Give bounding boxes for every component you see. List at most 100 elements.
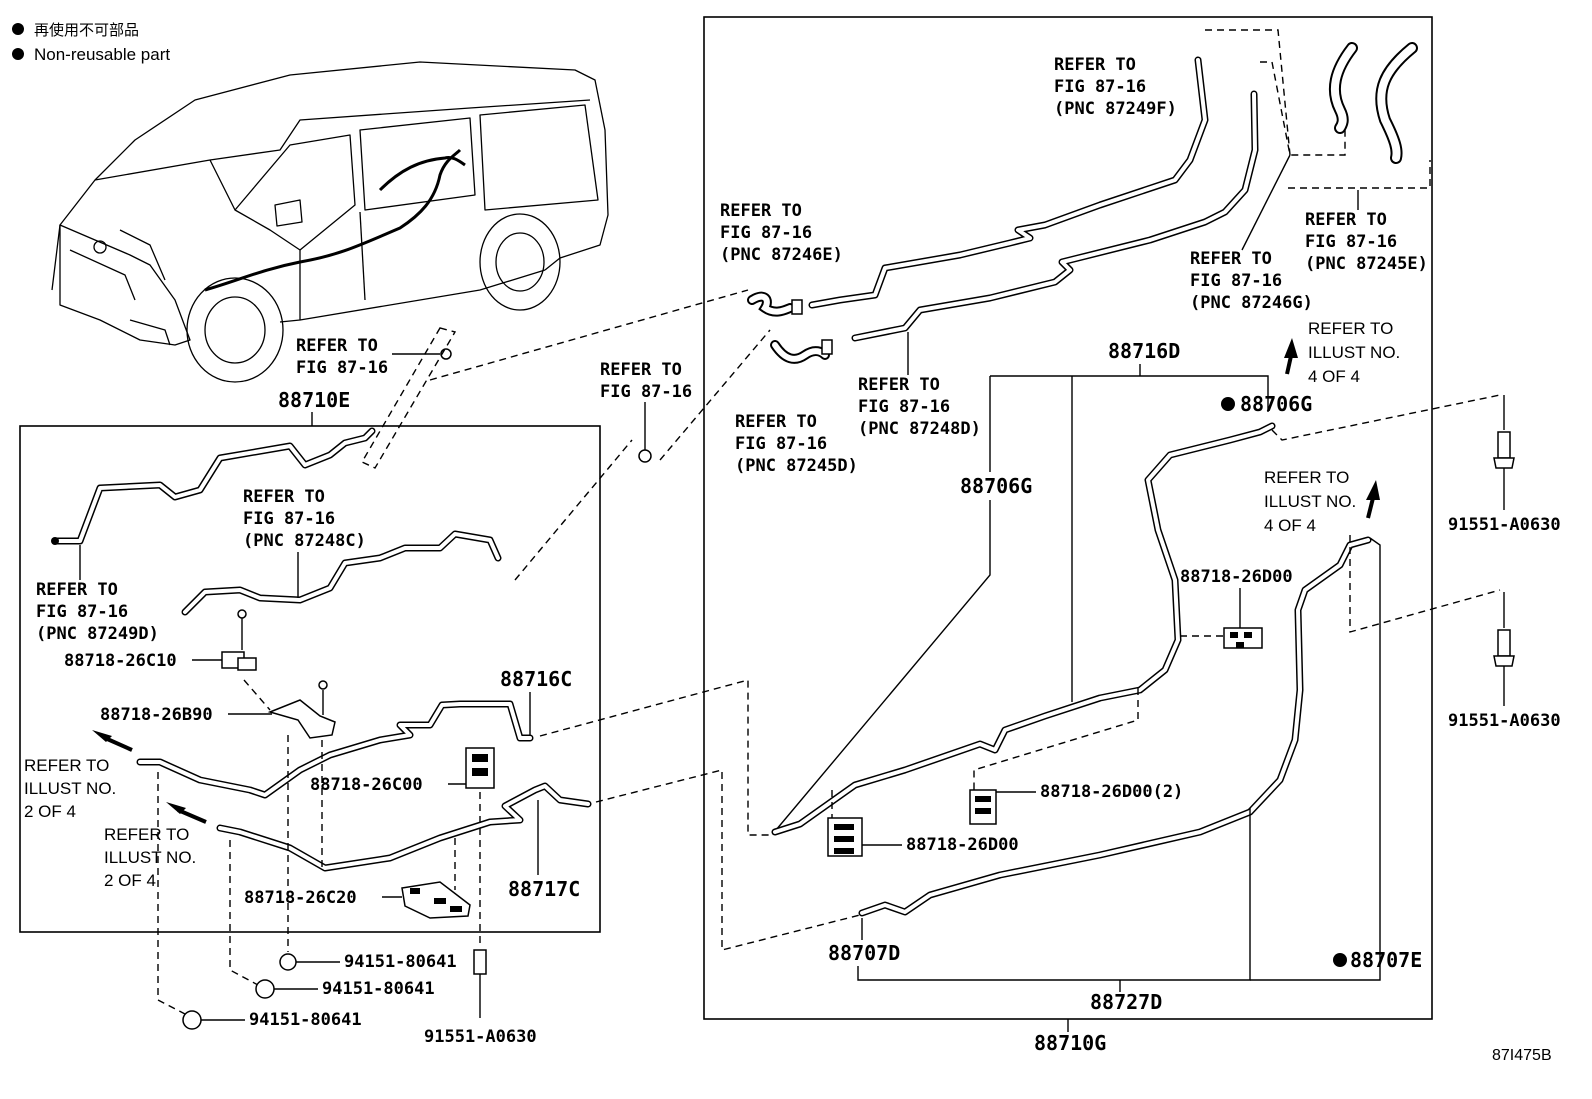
svg-text:REFER TO: REFER TO bbox=[296, 336, 378, 356]
svg-text:FIG 87-16: FIG 87-16 bbox=[243, 509, 335, 529]
svg-text:ILLUST NO.: ILLUST NO. bbox=[104, 848, 196, 867]
ref-87245D: REFER TO FIG 87-16 (PNC 87245D) bbox=[735, 412, 858, 476]
svg-text:FIG 87-16: FIG 87-16 bbox=[735, 434, 827, 454]
ref-illust-2a: REFER TO ILLUST NO. 2 OF 4 bbox=[24, 730, 133, 821]
part-88716D: 88716D bbox=[1108, 339, 1180, 363]
part-88707E: 88707E bbox=[1350, 948, 1422, 972]
svg-text:REFER TO: REFER TO bbox=[1264, 468, 1349, 487]
non-reusable-bullet-icon bbox=[1333, 953, 1347, 967]
svg-text:94151-80641: 94151-80641 bbox=[322, 979, 435, 999]
svg-text:94151-80641: 94151-80641 bbox=[344, 952, 457, 972]
svg-text:2 OF 4: 2 OF 4 bbox=[24, 802, 76, 821]
svg-text:REFER TO: REFER TO bbox=[1308, 319, 1393, 338]
svg-text:REFER TO: REFER TO bbox=[600, 360, 682, 380]
clamp-88718-26C00 bbox=[465, 747, 495, 789]
arrow-icon bbox=[1284, 338, 1298, 358]
clamp-88718-26C20 bbox=[401, 881, 471, 919]
svg-text:(PNC 87249D): (PNC 87249D) bbox=[36, 624, 159, 644]
legend: 再使用不可部品 Non-reusable part bbox=[12, 21, 170, 64]
part-88718-26D00-2: 88718-26D00(2) bbox=[1040, 782, 1183, 802]
clamp-88718-26D00-b bbox=[827, 817, 863, 857]
svg-text:(PNC 87245D): (PNC 87245D) bbox=[735, 456, 858, 476]
part-88718-26D00-a: 88718-26D00 bbox=[1180, 567, 1293, 587]
pipe-87248D bbox=[851, 90, 1259, 342]
svg-text:FIG 87-16: FIG 87-16 bbox=[36, 602, 128, 622]
svg-text:REFER TO: REFER TO bbox=[1190, 249, 1272, 269]
ref-87245E: REFER TO FIG 87-16 (PNC 87245E) bbox=[1305, 190, 1428, 274]
bolt-91551-left: 91551-A0630 bbox=[424, 792, 537, 1047]
svg-text:91551-A0630: 91551-A0630 bbox=[1448, 711, 1561, 731]
bracket-88718-26B90 bbox=[267, 680, 336, 739]
non-reusable-bullet-icon bbox=[12, 23, 24, 35]
pipe-88716D bbox=[771, 422, 1276, 836]
figure-code: 87I475B bbox=[1492, 1047, 1552, 1064]
svg-text:94151-80641: 94151-80641 bbox=[249, 1010, 362, 1030]
arrow-icon bbox=[1366, 480, 1380, 500]
svg-text:(PNC 87248D): (PNC 87248D) bbox=[858, 419, 981, 439]
clamp-88718-26C10 bbox=[221, 609, 257, 671]
svg-text:FIG 87-16: FIG 87-16 bbox=[600, 382, 692, 402]
svg-text:2 OF 4: 2 OF 4 bbox=[104, 871, 156, 890]
left-detail-frame bbox=[19, 425, 601, 933]
ref-87246G: REFER TO FIG 87-16 (PNC 87246G) bbox=[1190, 154, 1313, 313]
svg-text:ILLUST NO.: ILLUST NO. bbox=[1308, 343, 1400, 362]
svg-text:4 OF 4: 4 OF 4 bbox=[1264, 516, 1316, 535]
svg-text:REFER TO: REFER TO bbox=[1054, 55, 1136, 75]
ref-illust-4a: REFER TO ILLUST NO. 4 OF 4 bbox=[1284, 319, 1400, 386]
svg-text:91551-A0630: 91551-A0630 bbox=[424, 1027, 537, 1047]
hose-87245E bbox=[1375, 42, 1418, 164]
svg-text:REFER TO: REFER TO bbox=[720, 201, 802, 221]
svg-text:ILLUST NO.: ILLUST NO. bbox=[24, 779, 116, 798]
pipe-87249F bbox=[808, 56, 1209, 309]
clip-94151-b: 94151-80641 bbox=[229, 840, 435, 999]
right-detail-frame bbox=[703, 16, 1433, 1020]
bolt-91551-r2: 91551-A0630 bbox=[1448, 592, 1561, 731]
bolt-91551-r1: 91551-A0630 bbox=[1448, 395, 1561, 535]
svg-text:REFER TO: REFER TO bbox=[1305, 210, 1387, 230]
part-88706G-a-group: 88706G bbox=[1221, 392, 1312, 416]
legend-japanese: 再使用不可部品 bbox=[34, 21, 139, 39]
clamp-88718-26D00-a bbox=[1223, 627, 1263, 649]
svg-text:REFER TO: REFER TO bbox=[243, 487, 325, 507]
svg-text:(PNC 87246E): (PNC 87246E) bbox=[720, 245, 843, 265]
non-reusable-bullet-icon bbox=[1221, 397, 1235, 411]
part-88706G-b: 88706G bbox=[960, 474, 1032, 498]
legend-english: Non-reusable part bbox=[34, 45, 170, 64]
svg-text:FIG 87-16: FIG 87-16 bbox=[296, 358, 388, 378]
part-88707E-group: 88707E bbox=[1333, 948, 1422, 972]
part-88706G-a: 88706G bbox=[1240, 392, 1312, 416]
ref-clip-mid: REFER TO FIG 87-16 bbox=[514, 329, 771, 581]
clamp-88718-26D00-2 bbox=[969, 789, 997, 825]
part-88707D: 88707D bbox=[828, 941, 900, 965]
part-88718-26C10: 88718-26C10 bbox=[64, 651, 177, 671]
svg-text:FIG 87-16: FIG 87-16 bbox=[1190, 271, 1282, 291]
part-88718-26C20: 88718-26C20 bbox=[244, 888, 357, 908]
pipe-88710E-upper bbox=[51, 427, 376, 545]
part-88718-26D00-b: 88718-26D00 bbox=[906, 835, 1019, 855]
svg-text:FIG 87-16: FIG 87-16 bbox=[720, 223, 812, 243]
svg-text:ILLUST NO.: ILLUST NO. bbox=[1264, 492, 1356, 511]
svg-text:REFER TO: REFER TO bbox=[858, 375, 940, 395]
van-illustration bbox=[51, 61, 609, 383]
pipe-87248C bbox=[181, 530, 502, 616]
pipe-end-icon bbox=[51, 537, 59, 545]
pipe-88717C bbox=[216, 782, 592, 872]
pipe-88716C bbox=[136, 700, 534, 799]
part-88717C: 88717C bbox=[508, 877, 580, 901]
ref-87248C: REFER TO FIG 87-16 (PNC 87248C) bbox=[243, 487, 366, 598]
part-88710G: 88710G bbox=[1034, 1031, 1106, 1055]
part-88727D: 88727D bbox=[1090, 990, 1162, 1014]
ref-87246E: REFER TO FIG 87-16 (PNC 87246E) bbox=[720, 201, 843, 265]
svg-text:REFER TO: REFER TO bbox=[36, 580, 118, 600]
svg-text:FIG 87-16: FIG 87-16 bbox=[1305, 232, 1397, 252]
svg-text:4 OF 4: 4 OF 4 bbox=[1308, 367, 1360, 386]
svg-text:FIG 87-16: FIG 87-16 bbox=[1054, 77, 1146, 97]
hose-87246G bbox=[1328, 42, 1358, 134]
part-88718-26B90: 88718-26B90 bbox=[100, 705, 213, 725]
clip-94151-a: 94151-80641 bbox=[279, 735, 457, 972]
part-88718-26C00: 88718-26C00 bbox=[310, 775, 423, 795]
part-88710E: 88710E bbox=[278, 388, 350, 412]
ref-illust-2b: REFER TO ILLUST NO. 2 OF 4 bbox=[104, 802, 207, 890]
ref-87248D: REFER TO FIG 87-16 (PNC 87248D) bbox=[858, 332, 981, 439]
